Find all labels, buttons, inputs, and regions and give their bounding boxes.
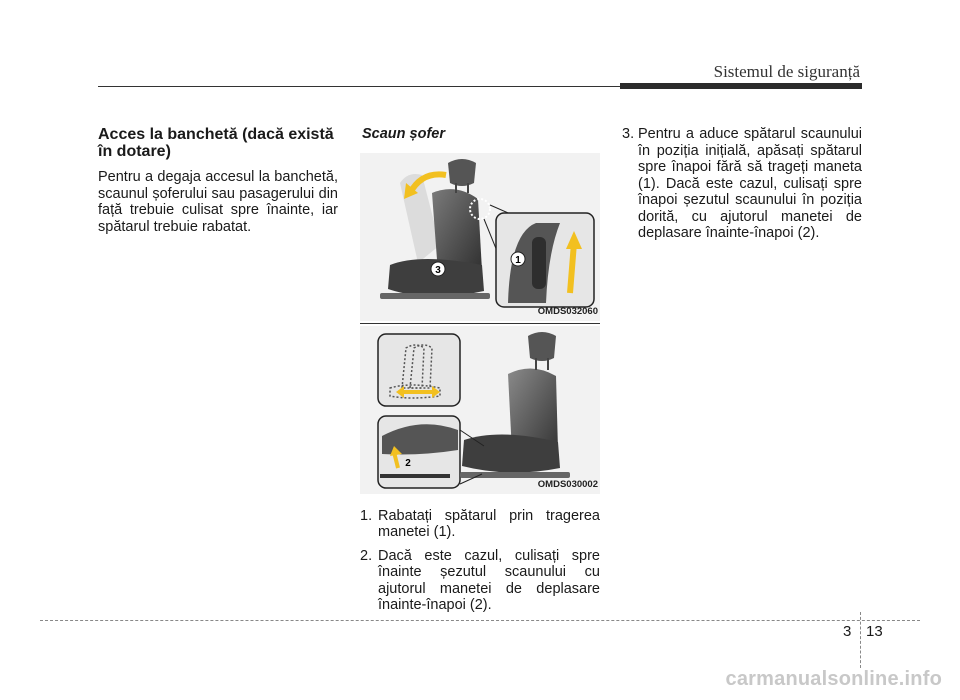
figure-seat-recline: 1 3 OMDS032060: [360, 152, 600, 321]
figure-code: OMDS030002: [537, 479, 598, 490]
steps-list: 3.Pentru a aduce spătarul scaunului în p…: [622, 126, 862, 242]
subsection-heading: Scaun șofer: [362, 126, 445, 142]
highlight-circle: [469, 197, 491, 220]
left-column: Acces la banchetă (dacă există în dotare…: [98, 126, 338, 235]
seat-cushion: [388, 258, 484, 297]
seat-recline-illustration: 1 3: [380, 158, 595, 308]
step-item: 2.Dacă este cazul, culisați spre înainte…: [360, 547, 600, 614]
page-number: 13: [866, 623, 883, 640]
callout-2: 2: [405, 458, 411, 469]
seat-rail: [460, 471, 570, 478]
step-item: 3.Pentru a aduce spătarul scaunului în p…: [622, 126, 862, 241]
footer-rule: [40, 620, 920, 621]
middle-column: Scaun șofer: [360, 126, 600, 621]
figure-code: OMDS032060: [537, 306, 598, 317]
lever-arrow: [567, 242, 577, 293]
seat-rail: [380, 292, 490, 299]
seat-slide-illustration: 2: [377, 331, 570, 489]
figure-seat-slide: 2 OMDS030002: [360, 325, 600, 494]
intro-paragraph: Pentru a degaja accesul la banchetă, sca…: [98, 169, 338, 235]
seat-backrest: [508, 367, 558, 456]
footer-divider: [860, 612, 861, 668]
steps-list: 1.Rabatați spătarul prin tragerea manete…: [360, 508, 600, 614]
watermark: carmanualsonline.info: [725, 668, 942, 690]
figure-separator: [360, 322, 600, 324]
header-rule: [98, 86, 860, 87]
callout-1: 1: [515, 255, 521, 266]
header-rule-accent: [620, 83, 862, 89]
chapter-number: 3: [843, 623, 852, 640]
section-title: Sistemul de siguranță: [713, 62, 860, 81]
right-column: 3.Pentru a aduce spătarul scaunului în p…: [622, 126, 862, 249]
recline-lever: [532, 236, 546, 289]
seat-headrest: [528, 331, 556, 361]
step-item: 1.Rabatați spătarul prin tragerea manete…: [360, 507, 600, 541]
seat-headrest: [448, 158, 476, 186]
seat-cushion: [462, 433, 560, 473]
section-heading: Acces la banchetă (dacă există în dotare…: [98, 126, 334, 160]
callout-3: 3: [435, 265, 441, 276]
